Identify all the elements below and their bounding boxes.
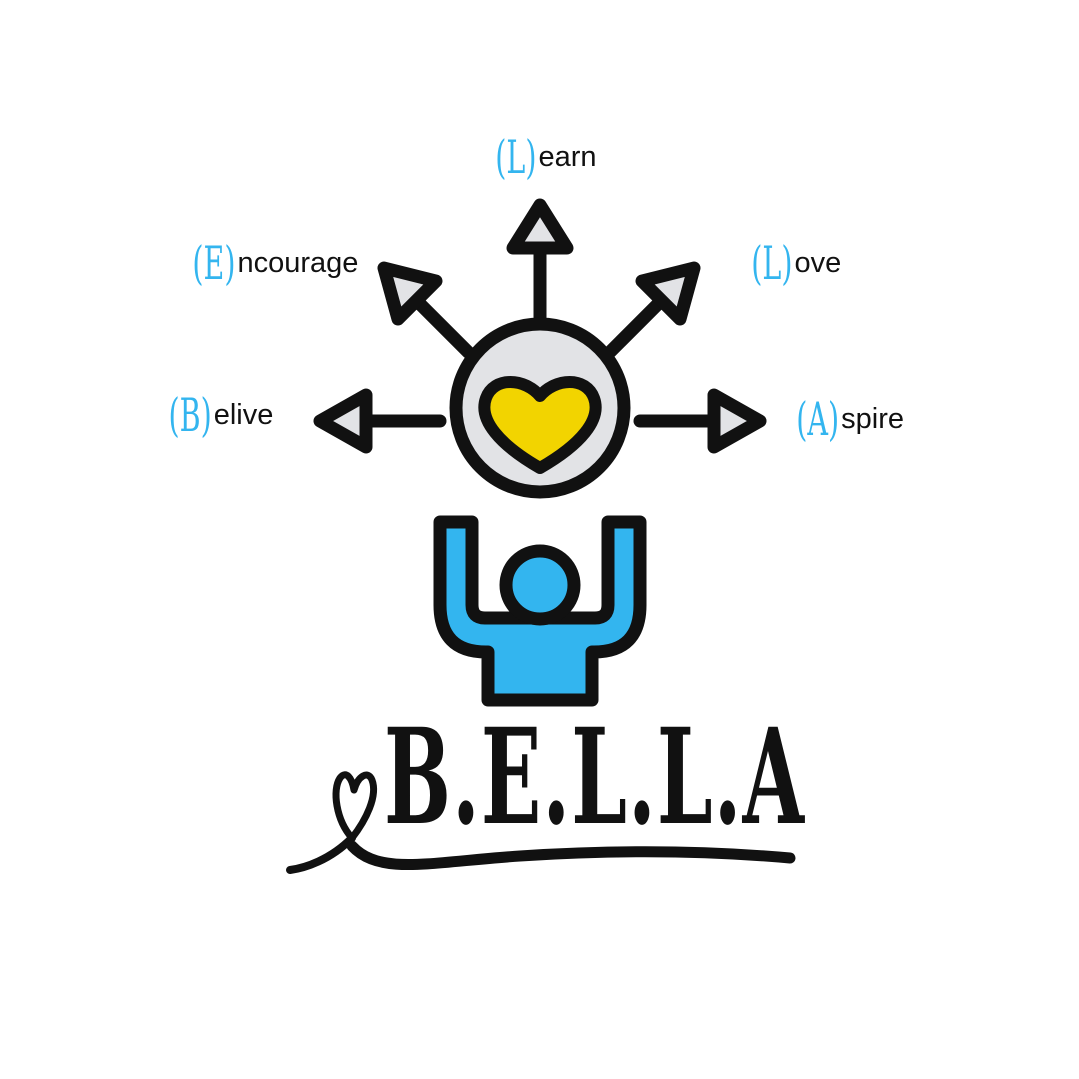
- value-word: ncourage: [237, 246, 359, 279]
- value-letter: (A): [796, 392, 840, 446]
- heart-flourish-icon: [286, 771, 378, 874]
- arrow-up-right-icon: [603, 261, 701, 359]
- underline-swash: [346, 840, 796, 870]
- value-believe-label: (B) elive: [142, 392, 273, 438]
- person-icon: [433, 515, 647, 707]
- value-word: ove: [794, 246, 842, 279]
- heart-icon: [478, 376, 602, 474]
- value-learn-label: (L) earn: [470, 130, 597, 184]
- bella-wordmark: B.E.L.L.A: [384, 700, 806, 855]
- value-word: spire: [841, 402, 904, 435]
- arrow-left-icon: [313, 388, 447, 454]
- value-love-label: (L) ove: [726, 240, 841, 286]
- arrow-up-left-icon: [377, 261, 475, 359]
- value-word: elive: [213, 398, 274, 431]
- arrow-up-icon: [506, 198, 574, 329]
- value-letter: (L): [495, 130, 537, 184]
- value-word: earn: [538, 140, 597, 173]
- value-letter: (L): [751, 236, 793, 290]
- value-aspire-label: (A) spire: [770, 396, 904, 442]
- value-encourage-label: (E) ncourage: [166, 240, 358, 286]
- arrow-right-icon: [633, 388, 767, 454]
- value-letter: (E): [192, 236, 236, 290]
- value-letter: (B): [168, 388, 212, 442]
